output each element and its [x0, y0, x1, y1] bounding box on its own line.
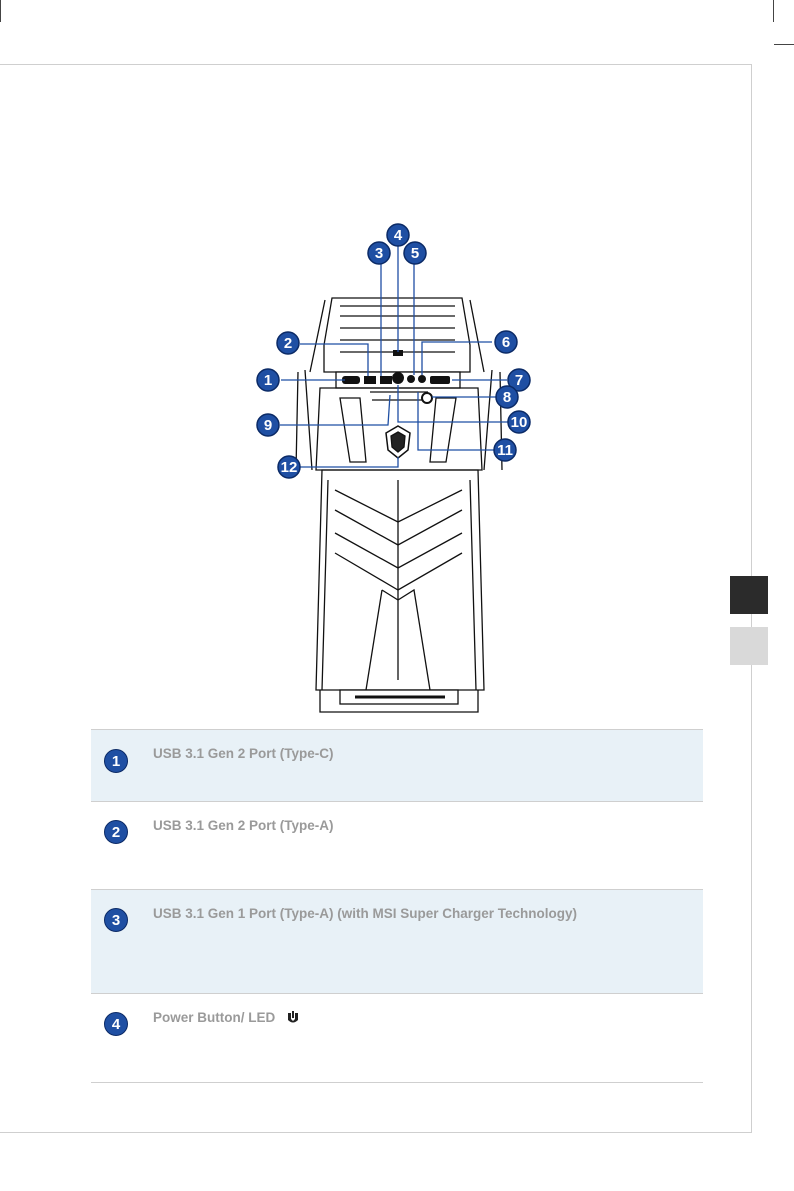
callout-number: 7 — [515, 372, 523, 389]
callout-number: 11 — [497, 442, 513, 459]
chapter-tab-active — [730, 576, 768, 614]
callout-number: 3 — [375, 245, 383, 262]
callout-number: 12 — [281, 459, 298, 476]
port-table: 1 USB 3.1 Gen 2 Port (Type-C) 2 USB 3.1 … — [91, 729, 703, 1083]
crop-mark — [774, 44, 794, 45]
port-label: USB 3.1 Gen 2 Port (Type-C) — [153, 746, 334, 761]
callout-number: 8 — [503, 389, 511, 406]
crop-mark — [773, 0, 774, 22]
port-label: USB 3.1 Gen 1 Port (Type-A) (with MSI Su… — [153, 906, 577, 921]
callout-number: 4 — [394, 227, 403, 244]
table-row: 1 USB 3.1 Gen 2 Port (Type-C) — [91, 729, 703, 801]
row-number-badge: 3 — [104, 908, 128, 932]
callout-number: 9 — [264, 417, 272, 434]
table-row: 4 Power Button/ LED — [91, 993, 703, 1083]
port-label: Power Button/ LED — [153, 1010, 301, 1026]
row-number-badge: 4 — [104, 1012, 128, 1036]
table-row: 3 USB 3.1 Gen 1 Port (Type-A) (with MSI … — [91, 889, 703, 993]
callout-number: 6 — [502, 334, 510, 351]
callout-number: 2 — [284, 335, 292, 352]
row-number-badge: 1 — [104, 749, 128, 773]
port-label: USB 3.1 Gen 2 Port (Type-A) — [153, 818, 334, 833]
power-led-icon — [285, 1010, 301, 1026]
callout-number: 10 — [511, 414, 528, 431]
chapter-tab — [730, 627, 768, 665]
row-number-badge: 2 — [104, 820, 128, 844]
callout-number: 5 — [411, 245, 419, 262]
crop-mark — [0, 0, 1, 22]
port-label-text: Power Button/ LED — [153, 1010, 275, 1025]
table-row: 2 USB 3.1 Gen 2 Port (Type-A) — [91, 801, 703, 889]
callout-number: 1 — [264, 372, 272, 389]
